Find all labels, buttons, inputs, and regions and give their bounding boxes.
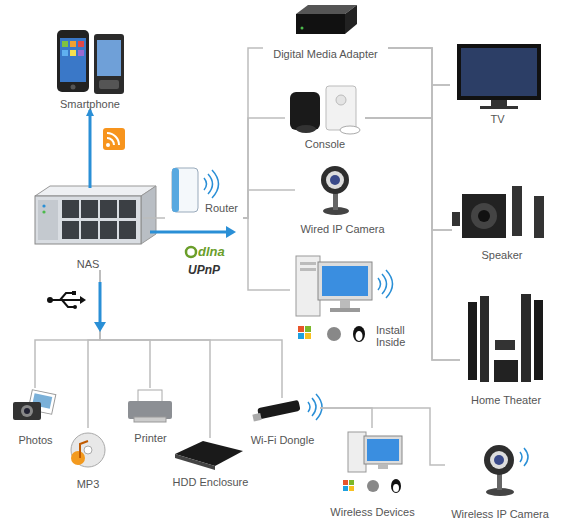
- device-label: NAS: [27, 258, 149, 270]
- network-link: [35, 270, 100, 388]
- flow-arrow: [94, 226, 236, 332]
- device-node: Printer: [123, 388, 178, 444]
- network-link: [88, 270, 100, 428]
- device-label: Smartphone: [44, 98, 136, 110]
- device-label: Wired IP Camera: [289, 223, 396, 235]
- device-label: Speaker: [446, 249, 558, 261]
- wifi-dongle-icon: [252, 394, 322, 421]
- device-node: Photos: [8, 388, 63, 446]
- device-node: HDD Enclosure: [168, 438, 253, 488]
- os-logos: [298, 326, 365, 342]
- network-link: [320, 408, 445, 465]
- network-link: [100, 270, 282, 398]
- device-node: Smartphone: [50, 28, 130, 110]
- device-label: MP3: [57, 478, 119, 490]
- device-node: Console: [285, 82, 365, 150]
- device-node: Digital Media Adapter: [263, 0, 388, 60]
- network-link: [100, 270, 150, 388]
- device-node: MP3: [63, 428, 113, 490]
- photos-icon: [13, 390, 56, 420]
- tv-icon: [457, 44, 541, 109]
- device-node: TV: [450, 38, 545, 125]
- usb-symbol: [47, 291, 86, 309]
- console-icon: [290, 86, 360, 134]
- device-label: Router: [205, 202, 245, 214]
- device-label: HDD Enclosure: [162, 476, 259, 488]
- wireless-computer-icon: [343, 432, 402, 493]
- printer-icon: [128, 390, 172, 422]
- speaker-icon: [452, 186, 544, 238]
- device-node: Wireless IP Camera: [445, 438, 555, 520]
- device-node: Wi-Fi Dongle: [245, 398, 320, 446]
- mp3-icon: [71, 433, 105, 467]
- device-label: Photos: [2, 434, 69, 446]
- device-label: Wireless IP Camera: [439, 508, 561, 520]
- network-link: [388, 48, 450, 85]
- media-adapter-icon: [296, 5, 357, 34]
- rss-icon: [103, 128, 125, 150]
- device-label: Digital Media Adapter: [257, 48, 394, 60]
- device-node: Speaker: [452, 178, 552, 261]
- device-label: TV: [444, 113, 551, 125]
- router-node: Router: [165, 160, 243, 222]
- network-link: [100, 270, 210, 438]
- network-link: [143, 217, 165, 219]
- device-label: Wireless Devices: [324, 506, 421, 518]
- network-link: [243, 48, 263, 218]
- network-link: [388, 48, 460, 360]
- device-node: Wired IP Camera: [295, 160, 390, 235]
- device-label: Printer: [117, 432, 184, 444]
- device-label: Install Inside: [376, 324, 424, 348]
- home-theater-icon: [468, 294, 543, 382]
- network-link: [365, 118, 460, 360]
- device-node: Home Theater: [460, 288, 552, 406]
- wireless-camera-icon: [484, 445, 528, 496]
- network-link: [243, 218, 290, 290]
- network-link: [243, 118, 285, 218]
- network-link: [89, 110, 92, 188]
- network-link: [320, 408, 372, 428]
- device-label: Console: [279, 138, 371, 150]
- device-node: Wireless Devices: [330, 428, 415, 518]
- device-label: Home Theater: [454, 394, 558, 406]
- network-link: [388, 48, 452, 230]
- network-link: [365, 118, 452, 230]
- computer-icon: [296, 256, 393, 316]
- smartphone-icon: [57, 30, 124, 94]
- device-label: Wi-Fi Dongle: [239, 434, 326, 446]
- nas-server-icon: [35, 186, 156, 244]
- network-link: [243, 190, 295, 218]
- protocol-logo: dlna: [198, 244, 225, 259]
- dlna-logo-mark: [186, 247, 196, 257]
- nas-node: NAS: [33, 188, 143, 270]
- protocol-logo: UPnP: [188, 263, 220, 277]
- device-node: Install Inside: [290, 252, 425, 350]
- network-link: [365, 85, 450, 118]
- hdd-enclosure-icon: [175, 441, 243, 470]
- camera-icon: [321, 166, 349, 215]
